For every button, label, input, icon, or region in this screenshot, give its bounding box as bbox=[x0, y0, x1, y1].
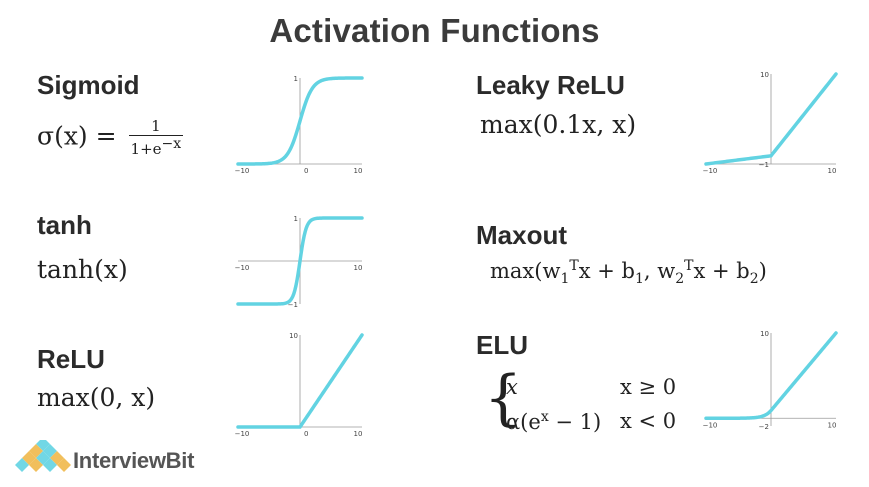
maxout-part-d: x + b bbox=[693, 259, 750, 283]
maxout-w2-sup: T bbox=[684, 258, 694, 274]
tick-ymax: 10 bbox=[760, 71, 769, 79]
maxout-part-b: x + b bbox=[578, 259, 635, 283]
leaky-relu-name: Leaky ReLU bbox=[476, 70, 625, 100]
elu-row2-cond: x < 0 bbox=[620, 409, 677, 433]
elu-brace: { bbox=[484, 363, 523, 433]
tick-xmax: 10 bbox=[354, 264, 363, 272]
sigmoid-formula-lhs: σ(x) = bbox=[37, 121, 117, 151]
elu-row1-value-text: x bbox=[506, 375, 518, 399]
elu-row2-value: α(ex − 1) bbox=[506, 409, 601, 434]
tick-xmax: 10 bbox=[354, 430, 363, 438]
tick-ymax: 1 bbox=[294, 75, 298, 83]
sigmoid-frac-num: 1 bbox=[128, 118, 184, 136]
relu-name: ReLU bbox=[37, 344, 105, 374]
activation-curve bbox=[704, 331, 838, 420]
tick-xmin: −10 bbox=[703, 167, 718, 175]
tick-ymin: −1 bbox=[288, 301, 298, 309]
tick-origin: 0 bbox=[304, 167, 308, 175]
logo-diamond bbox=[43, 458, 57, 472]
elu-row1-value: x bbox=[506, 375, 518, 399]
elu-plot: −10 10 10 −2 bbox=[703, 330, 838, 431]
relu-plot: −10 10 0 10 bbox=[235, 332, 364, 438]
sigmoid-frac-den-base: 1+e bbox=[130, 140, 162, 158]
activation-curve bbox=[236, 76, 364, 166]
logo-diamond bbox=[29, 458, 43, 472]
relu-formula: max(0, x) bbox=[37, 383, 156, 412]
leaky-relu-plot: −10 10 10 −1 bbox=[703, 71, 838, 175]
tick-ymax: 10 bbox=[289, 332, 298, 340]
elu-name: ELU bbox=[476, 330, 528, 360]
tick-origin: 0 bbox=[304, 430, 308, 438]
tick-ymin: −2 bbox=[759, 423, 769, 431]
maxout-b2-sub: 2 bbox=[749, 271, 759, 288]
tick-ymin: −1 bbox=[759, 161, 769, 169]
sigmoid-fraction: 1 1+e−x bbox=[128, 118, 184, 158]
tick-xmax: 10 bbox=[354, 167, 363, 175]
activation-curve bbox=[236, 216, 364, 306]
tick-xmin: −10 bbox=[235, 430, 250, 438]
maxout-w1-sup: T bbox=[569, 258, 579, 274]
activation-curve bbox=[236, 333, 364, 429]
logo-diamond bbox=[57, 458, 71, 472]
maxout-w2-sub: 2 bbox=[675, 271, 685, 288]
elu-row1-cond: x ≥ 0 bbox=[620, 375, 677, 399]
elu-row2-b: − 1) bbox=[548, 410, 602, 434]
logo-diamond bbox=[36, 440, 50, 451]
tick-ymax: 10 bbox=[760, 330, 769, 338]
maxout-part-a: max(w bbox=[490, 259, 561, 283]
tanh-formula: tanh(x) bbox=[37, 255, 128, 284]
maxout-name: Maxout bbox=[476, 220, 567, 250]
tick-xmin: −10 bbox=[703, 421, 718, 429]
sigmoid-frac-den: 1+e−x bbox=[129, 136, 184, 158]
logo-text: InterviewBit bbox=[73, 448, 195, 473]
sigmoid-formula: σ(x) = 1 1+e−x bbox=[37, 118, 184, 158]
tick-xmin: −10 bbox=[235, 264, 250, 272]
tick-xmax: 10 bbox=[828, 167, 837, 175]
page-title: Activation Functions bbox=[269, 12, 600, 49]
maxout-part-e: ) bbox=[758, 259, 767, 283]
maxout-part-c: , w bbox=[643, 259, 676, 283]
sigmoid-frac-den-exp: −x bbox=[161, 136, 182, 152]
sigmoid-name: Sigmoid bbox=[37, 70, 140, 100]
logo-diamond bbox=[15, 458, 29, 472]
maxout-formula: max(w1Tx + b1, w2Tx + b2) bbox=[490, 258, 767, 287]
tick-xmax: 10 bbox=[828, 421, 837, 429]
sigmoid-plot: −10 10 0 1 bbox=[235, 75, 364, 175]
interviewbit-logo-icon bbox=[15, 440, 71, 472]
tanh-plot: −10 10 1 −1 bbox=[235, 215, 364, 309]
maxout-b1-sub: 1 bbox=[634, 271, 644, 288]
elu-row2-exp: x bbox=[540, 409, 549, 425]
tick-ymax: 1 bbox=[294, 215, 298, 223]
maxout-w1-sub: 1 bbox=[560, 271, 570, 288]
tanh-name: tanh bbox=[37, 210, 92, 240]
tick-xmin: −10 bbox=[235, 167, 250, 175]
elu-row2-a: α(e bbox=[506, 410, 541, 434]
leaky-relu-formula: max(0.1x, x) bbox=[480, 110, 637, 139]
activation-curve bbox=[704, 72, 838, 166]
